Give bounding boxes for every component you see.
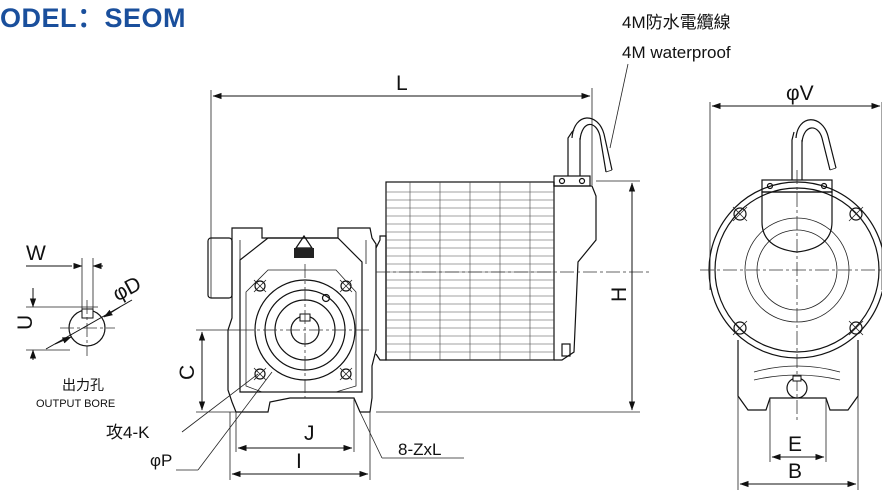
front-view: φV E bbox=[700, 82, 882, 490]
dim-h-label: H bbox=[608, 287, 631, 302]
dim-d-label: φD bbox=[109, 272, 145, 306]
dim-p-label: φP bbox=[150, 451, 172, 470]
dim-k-leader bbox=[181, 373, 259, 433]
bore-label-cn: 出力孔 bbox=[62, 377, 104, 393]
bore-keyway bbox=[81, 308, 94, 319]
cable-note-en: 4M waterproof bbox=[622, 43, 731, 62]
motor-cooling-fins bbox=[386, 182, 554, 360]
output-bore-detail: W U φD 出力孔 OUTPUT BORE bbox=[14, 242, 145, 410]
cable-note-cn: 4M防水電纜線 bbox=[622, 13, 731, 32]
motor-end-cap bbox=[553, 182, 597, 361]
model-title: ODEL：SEOM bbox=[0, 3, 187, 33]
dim-l-label: L bbox=[396, 72, 408, 95]
bore-label-en: OUTPUT BORE bbox=[36, 398, 115, 410]
dim-z-leader bbox=[359, 411, 383, 459]
dim-j-label: J bbox=[304, 422, 315, 445]
motor-cable bbox=[567, 129, 575, 176]
dim-e-label: E bbox=[788, 433, 802, 456]
gearbox-mounting-holes bbox=[253, 279, 353, 381]
dim-w-label: W bbox=[26, 242, 46, 265]
dim-p-leader bbox=[197, 371, 273, 471]
motor-mounting-screws bbox=[732, 206, 864, 336]
cable-leader bbox=[609, 63, 629, 149]
dim-v-label: φV bbox=[786, 82, 814, 105]
dim-k-label: 攻4-K bbox=[106, 423, 150, 442]
dim-b-label: B bbox=[788, 460, 802, 483]
dim-c-label: C bbox=[176, 365, 199, 380]
dim-u-label: U bbox=[14, 315, 37, 330]
dim-i-label: I bbox=[296, 450, 302, 473]
side-view: L bbox=[106, 72, 650, 480]
dim-z-label: 8-ZxL bbox=[398, 440, 441, 459]
